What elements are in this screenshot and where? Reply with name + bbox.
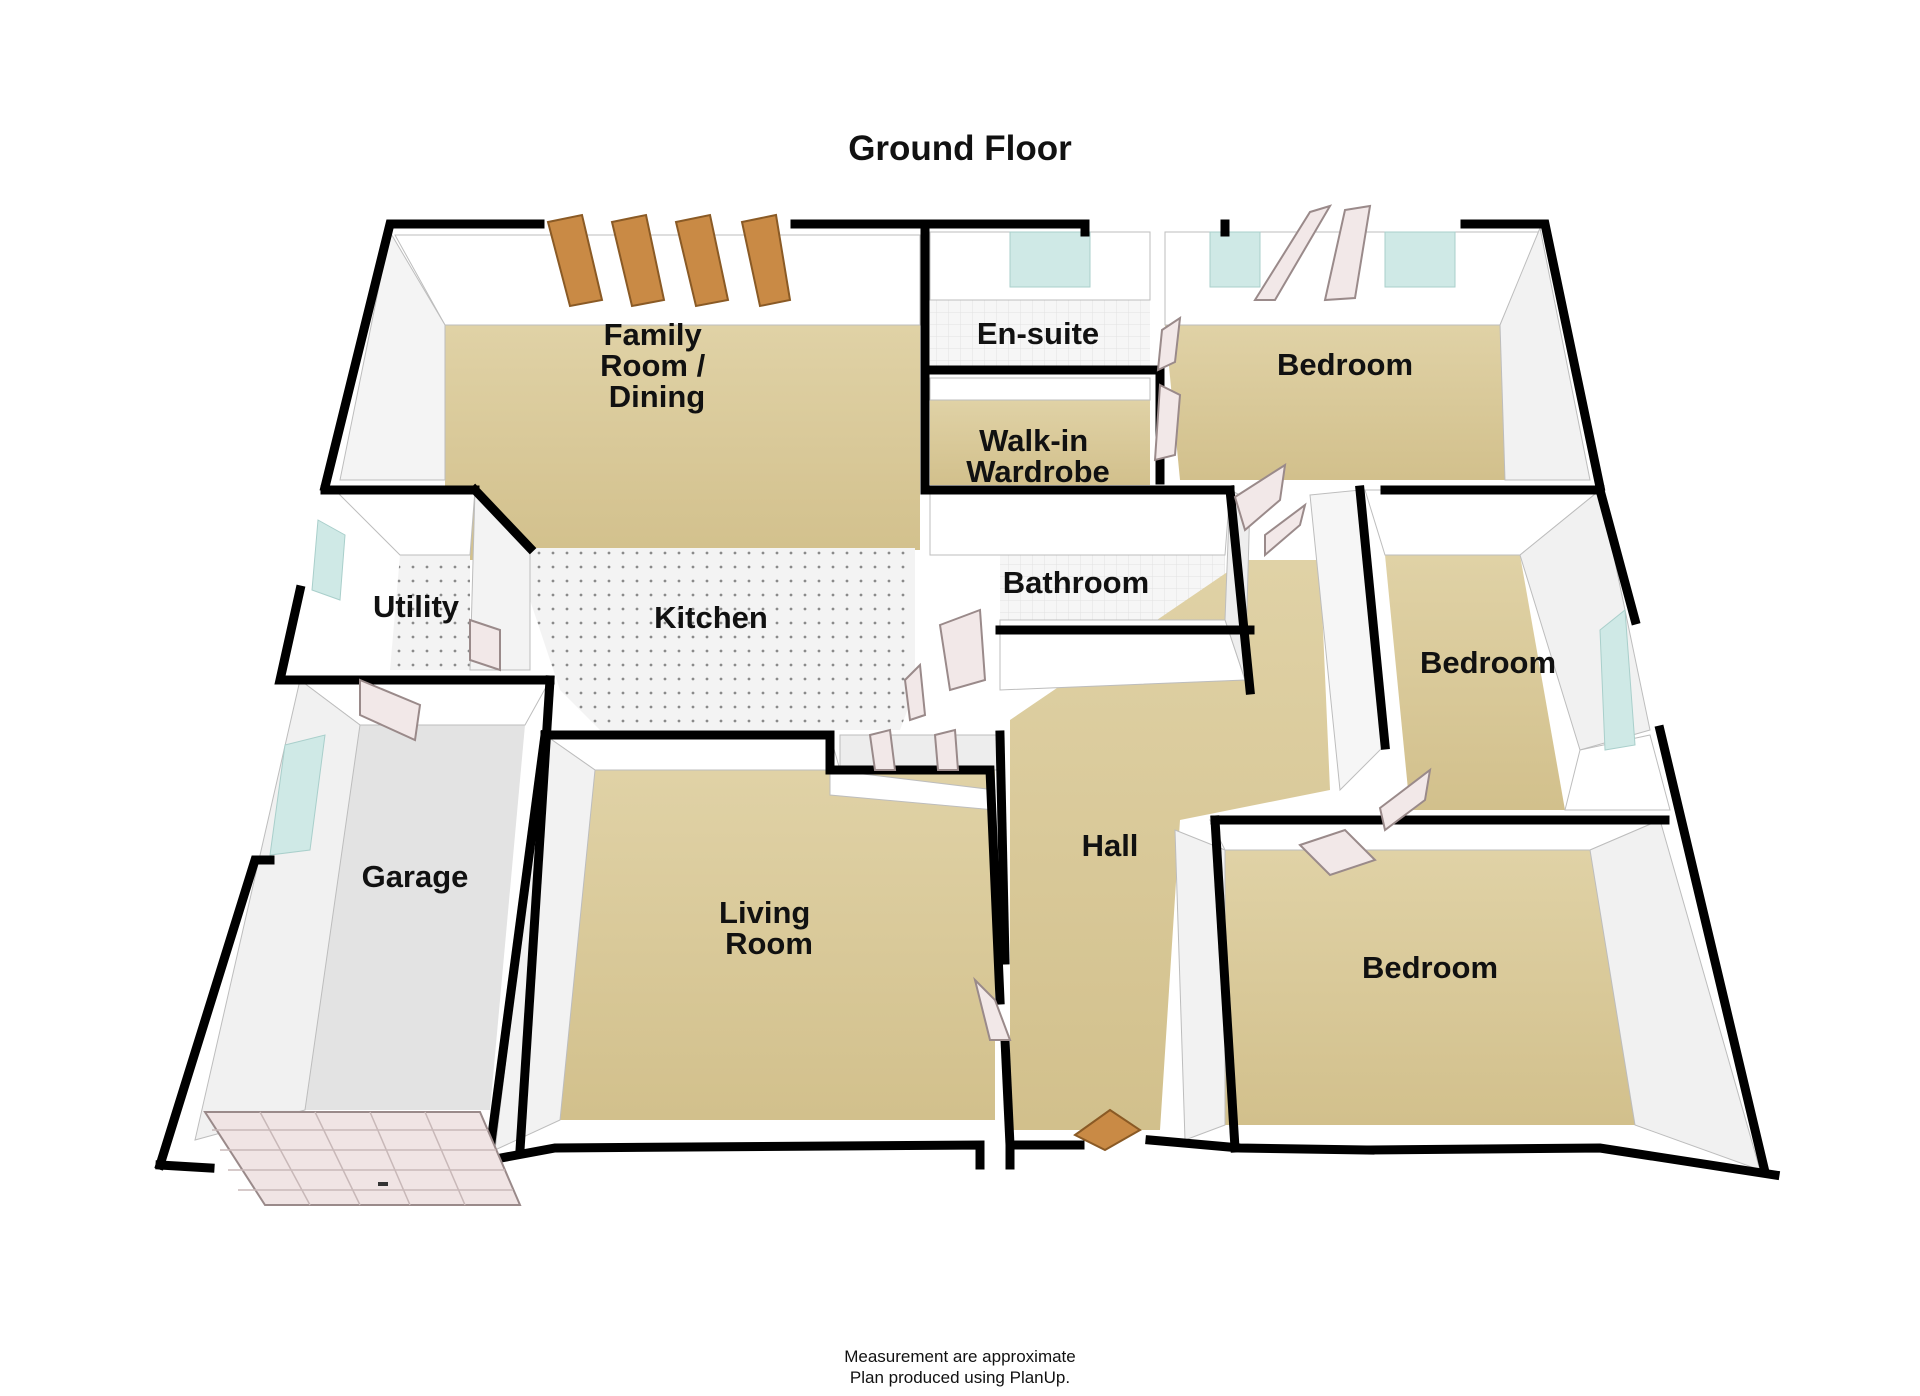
bedroom-bottom-floor bbox=[1225, 850, 1635, 1125]
kitchen-floor bbox=[530, 548, 915, 730]
label-garage: Garage bbox=[362, 859, 469, 894]
label-walk-in-wardrobe: Walk-in Wardrobe bbox=[966, 423, 1110, 489]
windows bbox=[269, 231, 1636, 856]
plan-title: Ground Floor bbox=[848, 129, 1072, 168]
bathroom-floor bbox=[1000, 555, 1225, 620]
hall-floor bbox=[1010, 560, 1330, 1130]
footer-line-2: Plan produced using PlanUp. bbox=[849, 1368, 1071, 1387]
label-bedroom-middle: Bedroom bbox=[1420, 645, 1556, 680]
garage-door bbox=[203, 1111, 522, 1206]
en-suite-floor bbox=[930, 300, 1150, 368]
footer-note: Measurement are approximate Plan produce… bbox=[0, 1346, 1920, 1388]
walls bbox=[154, 219, 1781, 1181]
label-kitchen: Kitchen bbox=[654, 600, 768, 635]
doors bbox=[203, 204, 1432, 1206]
footer-line-1: Measurement are approximate bbox=[844, 1347, 1076, 1366]
family-room-floor bbox=[445, 325, 920, 560]
garage-floor bbox=[305, 725, 525, 1110]
label-family-room: Family Room / Dining bbox=[600, 317, 714, 414]
label-living-room: Living Room bbox=[719, 895, 819, 961]
front-door bbox=[1073, 1108, 1142, 1152]
bedroom-middle-floor bbox=[1385, 555, 1565, 810]
folding-doors bbox=[546, 213, 792, 308]
label-utility: Utility bbox=[373, 589, 460, 624]
label-bedroom-bottom: Bedroom bbox=[1362, 950, 1498, 985]
label-bathroom: Bathroom bbox=[1003, 565, 1149, 600]
living-room-floor bbox=[560, 770, 995, 1120]
floors bbox=[305, 300, 1635, 1130]
utility-floor bbox=[390, 555, 470, 670]
label-bedroom-top: Bedroom bbox=[1277, 347, 1413, 382]
label-en-suite: En-suite bbox=[977, 316, 1099, 351]
walk-in-wardrobe-floor bbox=[930, 400, 1150, 485]
room-labels: Family Room / Dining En-suite Bedroom Wa… bbox=[362, 316, 1556, 985]
bedroom-top-floor bbox=[1165, 325, 1505, 480]
label-hall: Hall bbox=[1082, 828, 1139, 863]
